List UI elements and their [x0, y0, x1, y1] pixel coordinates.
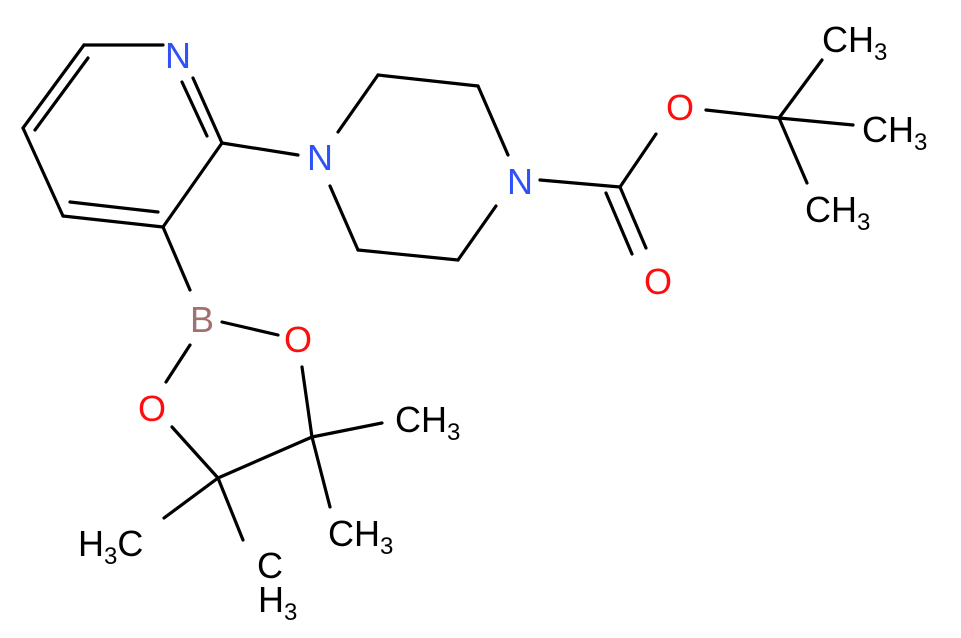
bond — [191, 76, 224, 145]
methyl-tbu-bottom: CH3 — [805, 189, 870, 236]
bond — [216, 476, 245, 542]
bond — [538, 178, 622, 189]
methyl-tbu-right: CH3 — [862, 109, 927, 156]
bond — [456, 204, 498, 262]
bond — [300, 365, 314, 439]
bond — [180, 80, 209, 138]
bond — [476, 84, 510, 157]
bond — [164, 343, 192, 384]
bond — [220, 320, 280, 337]
atom-n-pyridine: N — [165, 35, 191, 76]
bond — [33, 56, 90, 132]
atom-n-piperazine-1: N — [307, 137, 333, 178]
methyl-pinacol-right: CH3 — [395, 399, 460, 446]
pyridine-ring — [21, 43, 224, 229]
bond — [336, 73, 380, 134]
bond — [161, 141, 224, 229]
bond — [220, 141, 300, 157]
methyl-pinacol-bottom-c: C — [257, 545, 283, 586]
bond — [310, 421, 384, 439]
bond — [328, 184, 360, 252]
atom-b-boron: B — [190, 299, 214, 340]
bond — [777, 116, 809, 185]
bond — [376, 73, 480, 88]
bond — [170, 425, 220, 480]
methyl-pinacol-right2: CH3 — [328, 513, 393, 560]
atom-n-piperazine-4: N — [507, 161, 533, 202]
atom-o-boronate-1: O — [284, 319, 312, 360]
atom-o-boronate-2: O — [138, 388, 166, 429]
bond — [777, 58, 824, 120]
bond — [618, 185, 648, 250]
bond — [21, 43, 86, 130]
bond — [162, 476, 220, 520]
bond — [604, 191, 634, 256]
bond — [777, 116, 855, 127]
methyl-pinacol-left: H3C — [78, 523, 143, 570]
bond — [161, 225, 192, 292]
methyl-tbu-top: CH3 — [822, 19, 887, 66]
pinacol-boronate — [161, 225, 384, 542]
bond — [68, 200, 160, 214]
bond — [704, 108, 781, 120]
bond — [21, 126, 65, 218]
boc-group — [538, 58, 855, 256]
bond — [618, 132, 658, 189]
bond — [310, 435, 332, 509]
bond — [216, 435, 314, 480]
methyl-pinacol-bottom-h: H3 — [258, 579, 297, 626]
atom-o-carbonyl: O — [644, 261, 672, 302]
piperazine-ring — [328, 73, 510, 262]
atom-o-ester: O — [666, 87, 694, 128]
bond — [61, 214, 165, 229]
bond — [356, 248, 460, 262]
